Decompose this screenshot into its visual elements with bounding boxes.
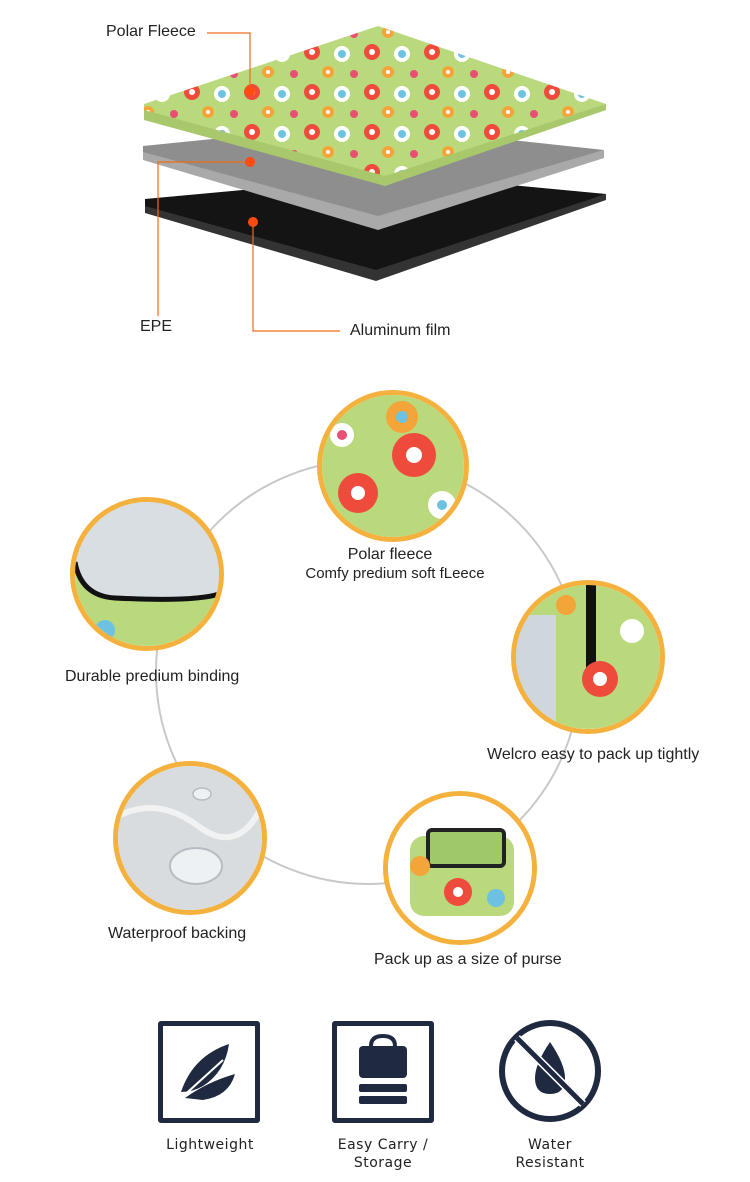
label-polar-fleece: Polar Fleece [106,23,196,40]
feature-center-title: Polar fleece [347,546,433,563]
waterproof-detail-image [113,761,267,915]
feature-purse-label: Pack up as a size of purse [374,951,562,968]
icon-label-easy-carry-2: Storage [353,1155,413,1171]
fleece-detail-image [317,390,469,542]
label-epe: EPE [140,318,173,335]
feature-center-subtitle: Comfy predium soft fLeece [305,565,485,582]
layer-diagram [143,26,606,332]
velcro-detail-image [511,580,665,734]
no-water-icon [499,1020,601,1122]
feature-binding-label: Durable predium binding [65,668,240,685]
binding-detail-image [70,497,224,651]
feature-velcro-label: Welcro easy to pack up tightly [487,746,700,763]
feather-icon [158,1021,260,1123]
purse-detail-image [383,791,537,945]
carry-bag-icon [332,1021,434,1123]
label-aluminum-film: Aluminum film [350,322,451,339]
feature-waterproof-label: Waterproof backing [108,925,247,942]
icon-label-water-1: Water [528,1137,572,1153]
icon-label-water-2: Resistant [515,1155,585,1171]
icon-label-lightweight: Lightweight [166,1137,254,1153]
icon-label-easy-carry-1: Easy Carry / [337,1137,429,1153]
